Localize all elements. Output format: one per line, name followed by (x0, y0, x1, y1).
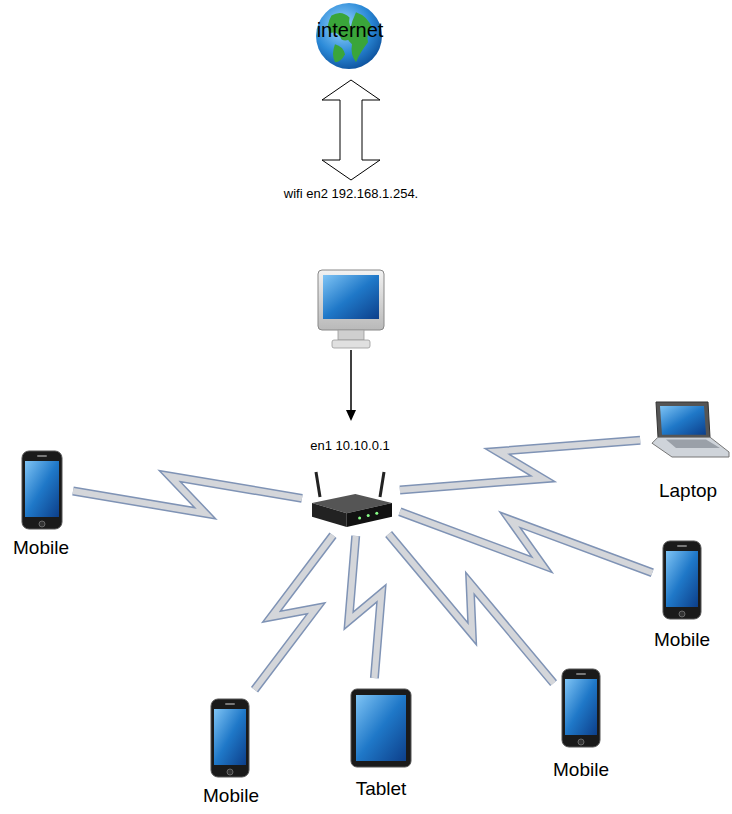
node-label: Tablet (356, 778, 407, 800)
device-icon (21, 450, 63, 530)
tablet-device: Tablet (343, 686, 419, 802)
mobile-device: Mobile (540, 666, 622, 782)
device-icon (210, 698, 250, 778)
node-label: Mobile (553, 759, 609, 781)
mobile-device: Mobile (642, 538, 722, 652)
node-label: Mobile (654, 629, 710, 651)
wireless-link (73, 476, 302, 513)
wireless-link (400, 440, 640, 490)
node-label: internet (317, 19, 384, 42)
arrow-head (346, 410, 356, 421)
mobile-device: Mobile (4, 448, 78, 560)
node-label: Mobile (13, 537, 69, 559)
wireless-link (255, 535, 334, 689)
interface-label: wifi en2 192.168.1.254. (284, 186, 418, 201)
device-icon (650, 400, 730, 460)
device-icon (662, 540, 702, 620)
device-icon (350, 688, 412, 768)
wireless-link (349, 536, 382, 678)
computer-monitor (318, 270, 384, 348)
wifi-router: en1 10.10.0.1 (290, 436, 410, 536)
device-icon (561, 668, 601, 748)
device-icon (308, 470, 394, 530)
laptop-device: Laptop (646, 398, 730, 504)
wireless-link (400, 512, 653, 573)
node-label: Laptop (659, 480, 717, 502)
double-arrow (322, 80, 380, 180)
mobile-device: Mobile (190, 696, 272, 808)
node-label: Mobile (203, 785, 259, 807)
internet-globe: internet (314, 0, 387, 72)
wireless-link (389, 534, 554, 683)
node-label: en1 10.10.0.1 (310, 438, 390, 453)
cable-arrow (350, 350, 352, 412)
